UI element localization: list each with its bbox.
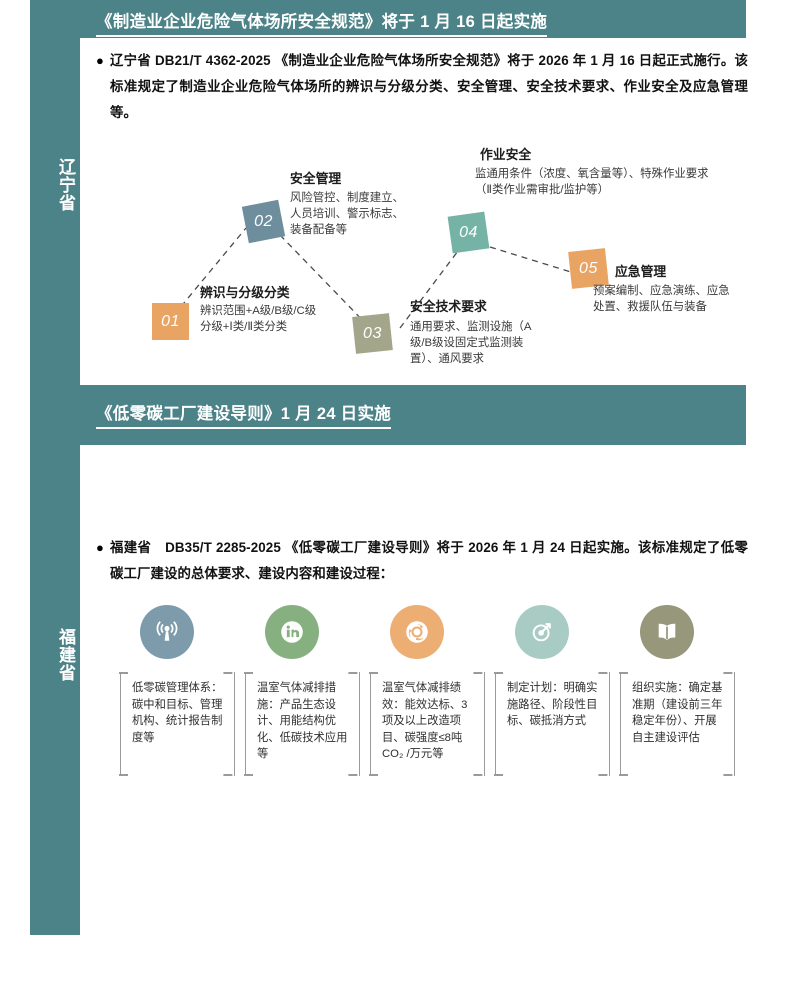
icon-row (80, 605, 800, 663)
card-text: 温室气体减排绩效：能效达标、3项及以上改造项目、碳强度≤8吨CO₂ /万元等 (382, 682, 468, 760)
bracket-card: 制定计划：明确实施路径、阶段性目标、碳抵消方式 (494, 672, 610, 776)
open-book-icon (640, 605, 694, 659)
sidebar-label-liaoning: 辽宁省 (56, 158, 75, 212)
process-flow-diagram: 01 辨识与分级分类 辨识范围+A级/B级/C级分级+Ⅰ类/Ⅱ类分类 02 安全… (80, 130, 800, 385)
bracket-card: 温室气体减排措施：产品生态设计、用能结构优化、低碳技术应用等 (244, 672, 360, 776)
target-arrow-icon (515, 605, 569, 659)
sidebar-label-fujian: 福建省 (56, 628, 75, 682)
content-panel-fujian (80, 445, 800, 1002)
bracket-card: 低零碳管理体系：碳中和目标、管理机构、统计报告制度等 (119, 672, 235, 776)
section-header-band-fujian (30, 385, 746, 445)
step-title-05: 应急管理 (615, 264, 667, 279)
recycle-globe-icon (390, 605, 444, 659)
step-number-04: 04 (447, 211, 490, 254)
step-title-01: 辨识与分级分类 (200, 285, 290, 300)
step-desc-04: 监通用条件（浓度、氧含量等）、特殊作业要求（Ⅱ类作业需审批/监护等） (475, 168, 709, 196)
step-title-02: 安全管理 (290, 171, 342, 186)
bullet-text-liaoning: 辽宁省 DB21/T 4362-2025 《制造业企业危险气体场所安全规范》将于… (110, 53, 748, 120)
bracket-card: 组织实施：确定基准期（建设前三年稳定年份）、开展自主建设评估 (619, 672, 735, 776)
step-number-label: 05 (579, 259, 598, 277)
step-number-label: 04 (459, 223, 478, 241)
section-title-fujian: 《低零碳工厂建设导则》1 月 24 日实施 (96, 400, 392, 429)
bullet-paragraph-fujian: ● 福建省 DB35/T 2285-2025 《低零碳工厂建设导则》将于 202… (96, 535, 748, 587)
card-text: 组织实施：确定基准期（建设前三年稳定年份）、开展自主建设评估 (632, 682, 723, 744)
bullet-paragraph-liaoning: ● 辽宁省 DB21/T 4362-2025 《制造业企业危险气体场所安全规范》… (96, 48, 748, 126)
linkedin-icon (265, 605, 319, 659)
section-header-band-liaoning (30, 0, 746, 38)
step-number-03: 03 (352, 313, 393, 354)
step-number-01: 01 (152, 303, 189, 340)
bullet-dot-icon: ● (96, 53, 104, 68)
section-title-liaoning: 《制造业企业危险气体场所安全规范》将于 1 月 16 日起实施 (96, 8, 548, 37)
bracket-card: 温室气体减排绩效：能效达标、3项及以上改造项目、碳强度≤8吨CO₂ /万元等 (369, 672, 485, 776)
sidebar-rail-liaoning (30, 0, 80, 385)
card-text: 制定计划：明确实施路径、阶段性目标、碳抵消方式 (507, 682, 598, 727)
step-number-label: 01 (161, 312, 180, 330)
card-text: 低零碳管理体系：碳中和目标、管理机构、统计报告制度等 (132, 682, 223, 744)
bullet-text-fujian: 福建省 DB35/T 2285-2025 《低零碳工厂建设导则》将于 2026 … (110, 540, 748, 581)
step-desc-03: 通用要求、监测设施（A级/B级设固定式监测装置）、通风要求 (410, 321, 532, 365)
step-desc-05: 预案编制、应急演练、应急处置、救援队伍与装备 (593, 285, 730, 313)
broadcast-icon (140, 605, 194, 659)
bracket-card-row: 低零碳管理体系：碳中和目标、管理机构、统计报告制度等 温室气体减排措施：产品生态… (80, 672, 800, 776)
sidebar-rail-fujian (30, 385, 80, 935)
step-desc-01: 辨识范围+A级/B级/C级分级+Ⅰ类/Ⅱ类分类 (200, 305, 317, 333)
step-number-label: 02 (254, 212, 273, 230)
step-title-03: 安全技术要求 (410, 299, 487, 314)
bullet-dot-icon: ● (96, 540, 104, 555)
step-number-02: 02 (241, 199, 286, 244)
step-desc-02: 风险管控、制度建立、人员培训、警示标志、装备配备等 (290, 192, 404, 236)
step-number-label: 03 (363, 324, 382, 342)
step-title-04: 作业安全 (480, 147, 532, 162)
card-text: 温室气体减排措施：产品生态设计、用能结构优化、低碳技术应用等 (257, 682, 348, 760)
